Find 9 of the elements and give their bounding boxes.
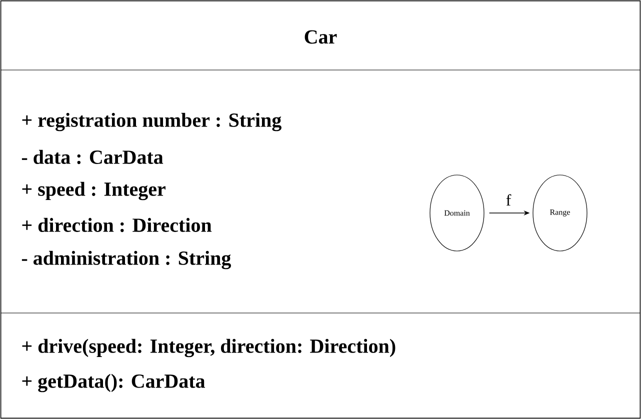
class-name: Car [304,30,337,44]
attribute-text: - data : CarData [22,150,164,164]
edge-label: f [506,194,512,206]
attribute-text: + direction : Direction [22,218,212,232]
method-text: + drive(speed: Integer, direction: Direction) [22,338,396,358]
attribute-text: - administration : String [22,250,231,270]
method-text: + getData(): CarData [22,374,205,392]
attribute-text: + registration number : String [22,112,282,132]
attribute-text: + speed : Integer [22,182,166,200]
